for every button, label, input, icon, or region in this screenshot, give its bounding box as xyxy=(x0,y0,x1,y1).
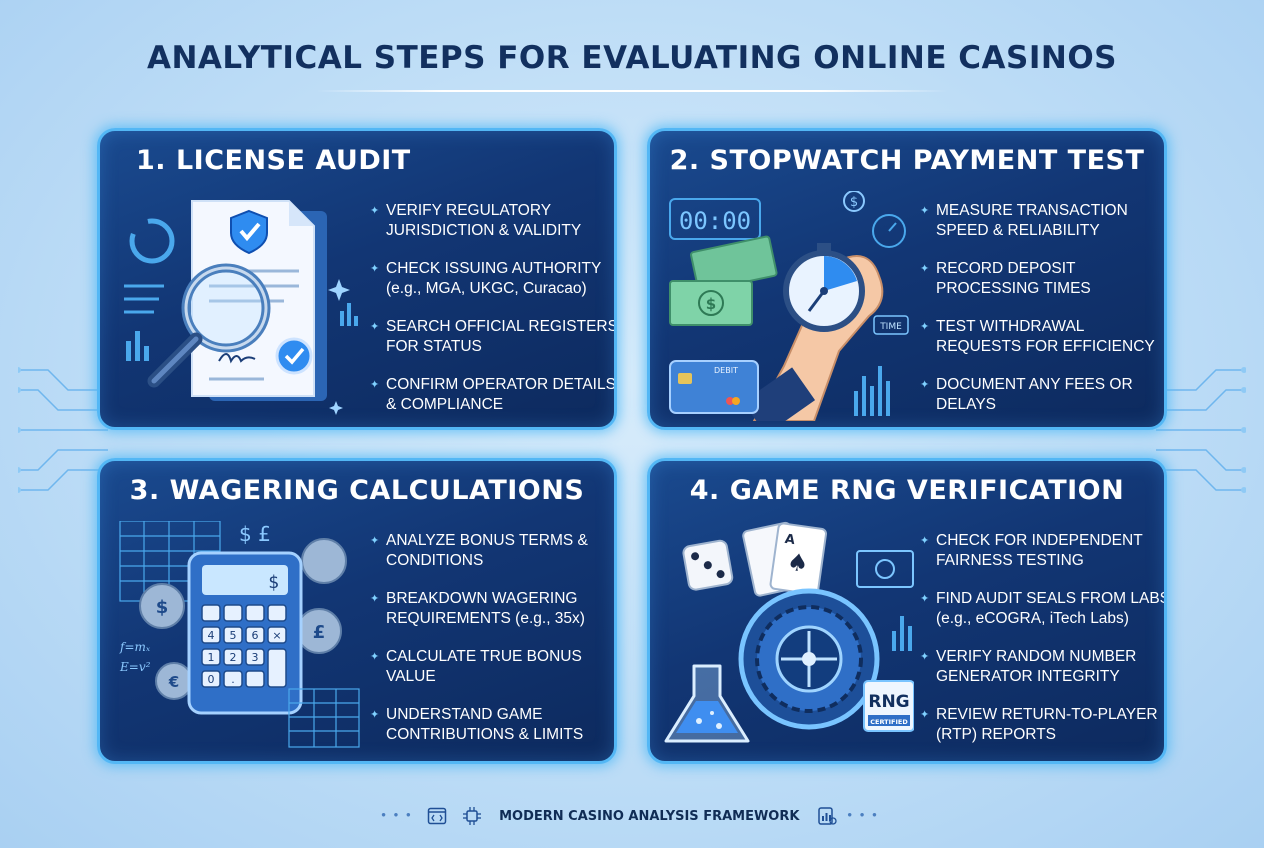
title-divider xyxy=(316,90,948,92)
svg-text:$ £: $ £ xyxy=(239,522,271,546)
stopwatch-hand-icon: 00:00 $ $ TIME DEBIT xyxy=(669,191,909,421)
card-title: 1. LICENSE AUDIT xyxy=(136,145,411,176)
card-wagering-calculations: 3. WAGERING CALCULATIONS $ £ f=mₓ E=v² $… xyxy=(97,458,617,764)
bullet-item: ANALYZE BONUS TERMS & CONDITIONS xyxy=(370,531,614,571)
bullet-item: CALCULATE TRUE BONUS VALUE xyxy=(370,647,614,687)
left-circuit-decoration xyxy=(18,367,108,493)
formula-2: E=v² xyxy=(119,660,151,674)
bullet-item: TEST WITHDRAWAL REQUESTS FOR EFFICIENCY xyxy=(920,317,1164,357)
svg-text:6: 6 xyxy=(252,629,259,642)
footer-dots-right: ••• xyxy=(846,810,884,822)
bullet-item: BREAKDOWN WAGERING REQUIREMENTS (e.g., 3… xyxy=(370,589,614,629)
svg-text:£: £ xyxy=(313,622,326,643)
timer-digits: 00:00 xyxy=(679,207,751,235)
code-window-icon xyxy=(427,807,447,825)
svg-text:2: 2 xyxy=(230,651,237,664)
card-payment-test: 2. STOPWATCH PAYMENT TEST 00:00 $ $ TIME… xyxy=(647,128,1167,430)
bullet-item: VERIFY RANDOM NUMBER GENERATOR INTEGRITY xyxy=(920,647,1164,687)
bullet-item: REVIEW RETURN-TO-PLAYER (RTP) REPORTS xyxy=(920,705,1164,745)
svg-text:♠: ♠ xyxy=(785,547,810,578)
footer-dots-left: ••• xyxy=(380,810,418,822)
debit-label: DEBIT xyxy=(714,366,738,375)
chart-document-icon xyxy=(818,807,837,825)
rng-badge-sub: CERTIFIED xyxy=(870,718,908,726)
bullet-list: CHECK FOR INDEPENDENT FAIRNESS TESTING F… xyxy=(920,531,1164,761)
svg-text:$: $ xyxy=(706,295,716,313)
rng-badge-title: RNG xyxy=(868,692,909,712)
footer: ••• MODERN CASINO ANALYSIS FRAMEWORK ••• xyxy=(0,806,1264,826)
bullet-item: UNDERSTAND GAME CONTRIBUTIONS & LIMITS xyxy=(370,705,614,745)
svg-text:.: . xyxy=(231,673,235,686)
svg-text:4: 4 xyxy=(208,629,215,642)
bullet-list: MEASURE TRANSACTION SPEED & RELIABILITY … xyxy=(920,201,1164,427)
bullet-item: RECORD DEPOSIT PROCESSING TIMES xyxy=(920,259,1164,299)
bullet-list: ANALYZE BONUS TERMS & CONDITIONS BREAKDO… xyxy=(370,531,614,761)
bullet-item: FIND AUDIT SEALS FROM LABS (e.g., eCOGRA… xyxy=(920,589,1164,629)
card-license-audit: 1. LICENSE AUDIT VERIFY REGULATORY JURIS… xyxy=(97,128,617,430)
time-label: TIME xyxy=(879,322,902,332)
page-title: ANALYTICAL STEPS FOR EVALUATING ONLINE C… xyxy=(146,40,1118,76)
chip-icon xyxy=(462,807,481,825)
bullet-list: VERIFY REGULATORY JURISDICTION & VALIDIT… xyxy=(370,201,614,427)
svg-text:3: 3 xyxy=(252,651,259,664)
card-title: 4. GAME RNG VERIFICATION xyxy=(689,475,1125,506)
svg-text:$: $ xyxy=(156,597,169,618)
calculator-display: $ xyxy=(268,572,279,593)
card-title: 2. STOPWATCH PAYMENT TEST xyxy=(669,145,1145,176)
svg-text:A: A xyxy=(784,532,796,548)
bullet-item: DOCUMENT ANY FEES OR DELAYS xyxy=(920,375,1164,415)
bullet-item: CHECK FOR INDEPENDENT FAIRNESS TESTING xyxy=(920,531,1164,571)
roulette-cards-dice-icon: A ♠ RNG CERTIFIED xyxy=(664,521,914,743)
formula-1: f=mₓ xyxy=(119,640,151,654)
svg-text:1: 1 xyxy=(208,651,215,664)
footer-label: MODERN CASINO ANALYSIS FRAMEWORK xyxy=(499,808,800,824)
card-title: 3. WAGERING CALCULATIONS xyxy=(129,475,585,506)
bullet-item: MEASURE TRANSACTION SPEED & RELIABILITY xyxy=(920,201,1164,241)
svg-text:$: $ xyxy=(850,195,858,210)
svg-text:€: € xyxy=(168,673,179,691)
license-document-magnifier-icon xyxy=(124,200,358,415)
right-circuit-decoration xyxy=(1156,367,1246,493)
bullet-item: SEARCH OFFICIAL REGISTERS FOR STATUS xyxy=(370,317,614,357)
bullet-item: VERIFY REGULATORY JURISDICTION & VALIDIT… xyxy=(370,201,614,241)
bullet-item: CONFIRM OPERATOR DETAILS & COMPLIANCE xyxy=(370,375,614,415)
svg-text:×: × xyxy=(272,629,281,642)
bullet-item: CHECK ISSUING AUTHORITY (e.g., MGA, UKGC… xyxy=(370,259,614,299)
svg-text:5: 5 xyxy=(230,629,237,642)
card-rng-verification: 4. GAME RNG VERIFICATION A ♠ RNG CERTIFI… xyxy=(647,458,1167,764)
calculator-gears-icon: $ £ f=mₓ E=v² $ £ € $ 4 5 6 × 1 2 3 0. xyxy=(119,521,360,748)
svg-text:0: 0 xyxy=(208,673,215,686)
